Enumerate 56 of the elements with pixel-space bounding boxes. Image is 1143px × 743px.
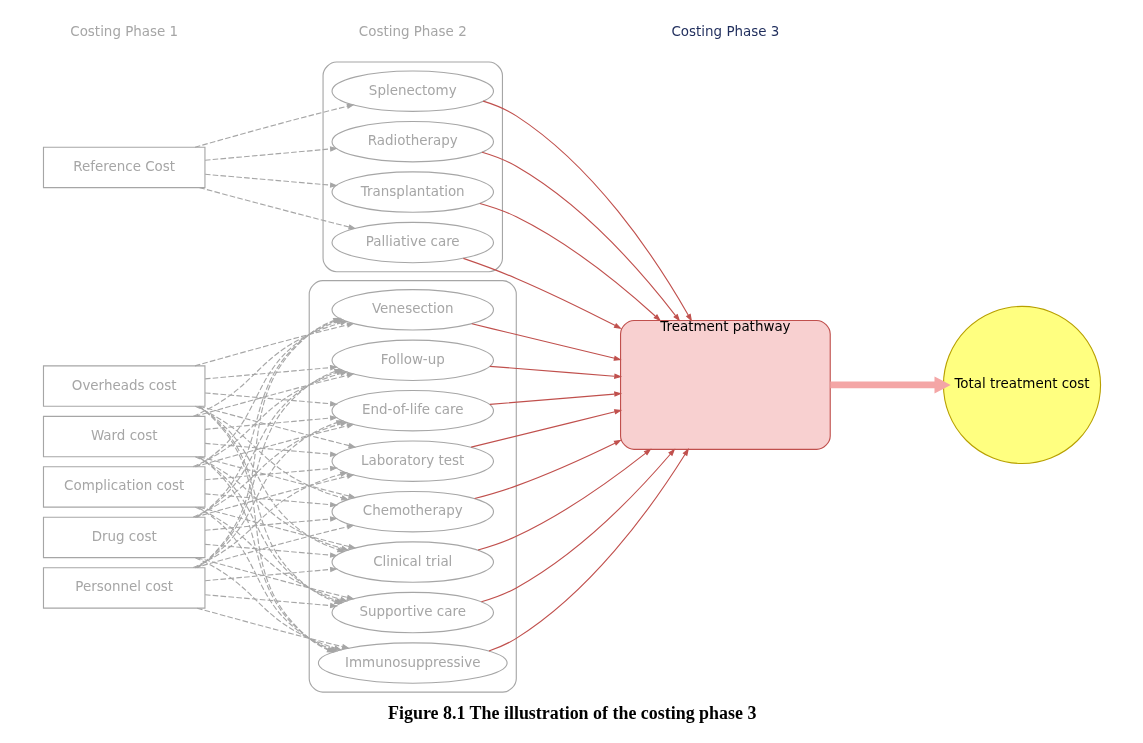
arrow — [470, 323, 622, 361]
node-box: Overheads cost — [42, 365, 205, 407]
arrow — [204, 594, 338, 609]
arrow — [488, 365, 622, 379]
arrow — [829, 376, 951, 394]
arrow — [192, 471, 348, 569]
label: Costing Phase 1 — [69, 24, 178, 40]
arrow — [481, 151, 680, 322]
arrow — [204, 392, 338, 407]
arrow — [204, 415, 338, 430]
arrow — [193, 524, 355, 569]
arrow — [196, 405, 345, 553]
arrow — [198, 187, 356, 230]
node-box: Complication cost — [42, 466, 205, 508]
node-box: Ward cost — [42, 415, 205, 458]
arrow — [470, 409, 622, 448]
arrow — [204, 465, 338, 481]
arrow — [462, 257, 622, 329]
arrow — [193, 473, 355, 518]
arrow — [204, 146, 338, 161]
arrow — [476, 448, 652, 551]
arrow — [193, 322, 355, 367]
node-box: Drug cost — [42, 516, 205, 559]
arrow — [487, 448, 689, 652]
arrow — [204, 566, 338, 582]
arrow — [478, 202, 661, 322]
arrow — [482, 100, 692, 322]
arrow — [194, 405, 349, 501]
arrow — [193, 423, 355, 468]
arrow — [488, 391, 622, 405]
caption: Figure 8.1 The illustration of the costing phase 3 — [387, 702, 756, 723]
label: Costing Phase 2 — [358, 24, 467, 40]
arrow — [204, 173, 338, 188]
arrow — [204, 364, 338, 380]
arrow — [480, 448, 675, 603]
node-box: Reference Cost — [42, 146, 205, 189]
cluster — [308, 280, 517, 693]
node-box: Personnel cost — [42, 567, 205, 609]
arrow — [196, 557, 355, 600]
arrow — [204, 442, 338, 457]
arrow — [194, 420, 344, 569]
cluster — [322, 61, 503, 273]
node-circle: Total treatment cost — [942, 305, 1101, 465]
arrow — [193, 372, 355, 417]
arrow — [198, 506, 356, 550]
node-box: Treatment pathway — [619, 319, 831, 450]
arrow — [198, 456, 356, 499]
arrow — [192, 421, 348, 518]
arrow — [204, 543, 338, 558]
arrow — [198, 405, 356, 449]
arrow — [193, 103, 355, 148]
arrow — [473, 439, 622, 500]
arrow — [204, 516, 338, 531]
label: Costing Phase 3 — [670, 24, 779, 40]
arrow — [204, 493, 338, 508]
arrow — [194, 456, 349, 551]
